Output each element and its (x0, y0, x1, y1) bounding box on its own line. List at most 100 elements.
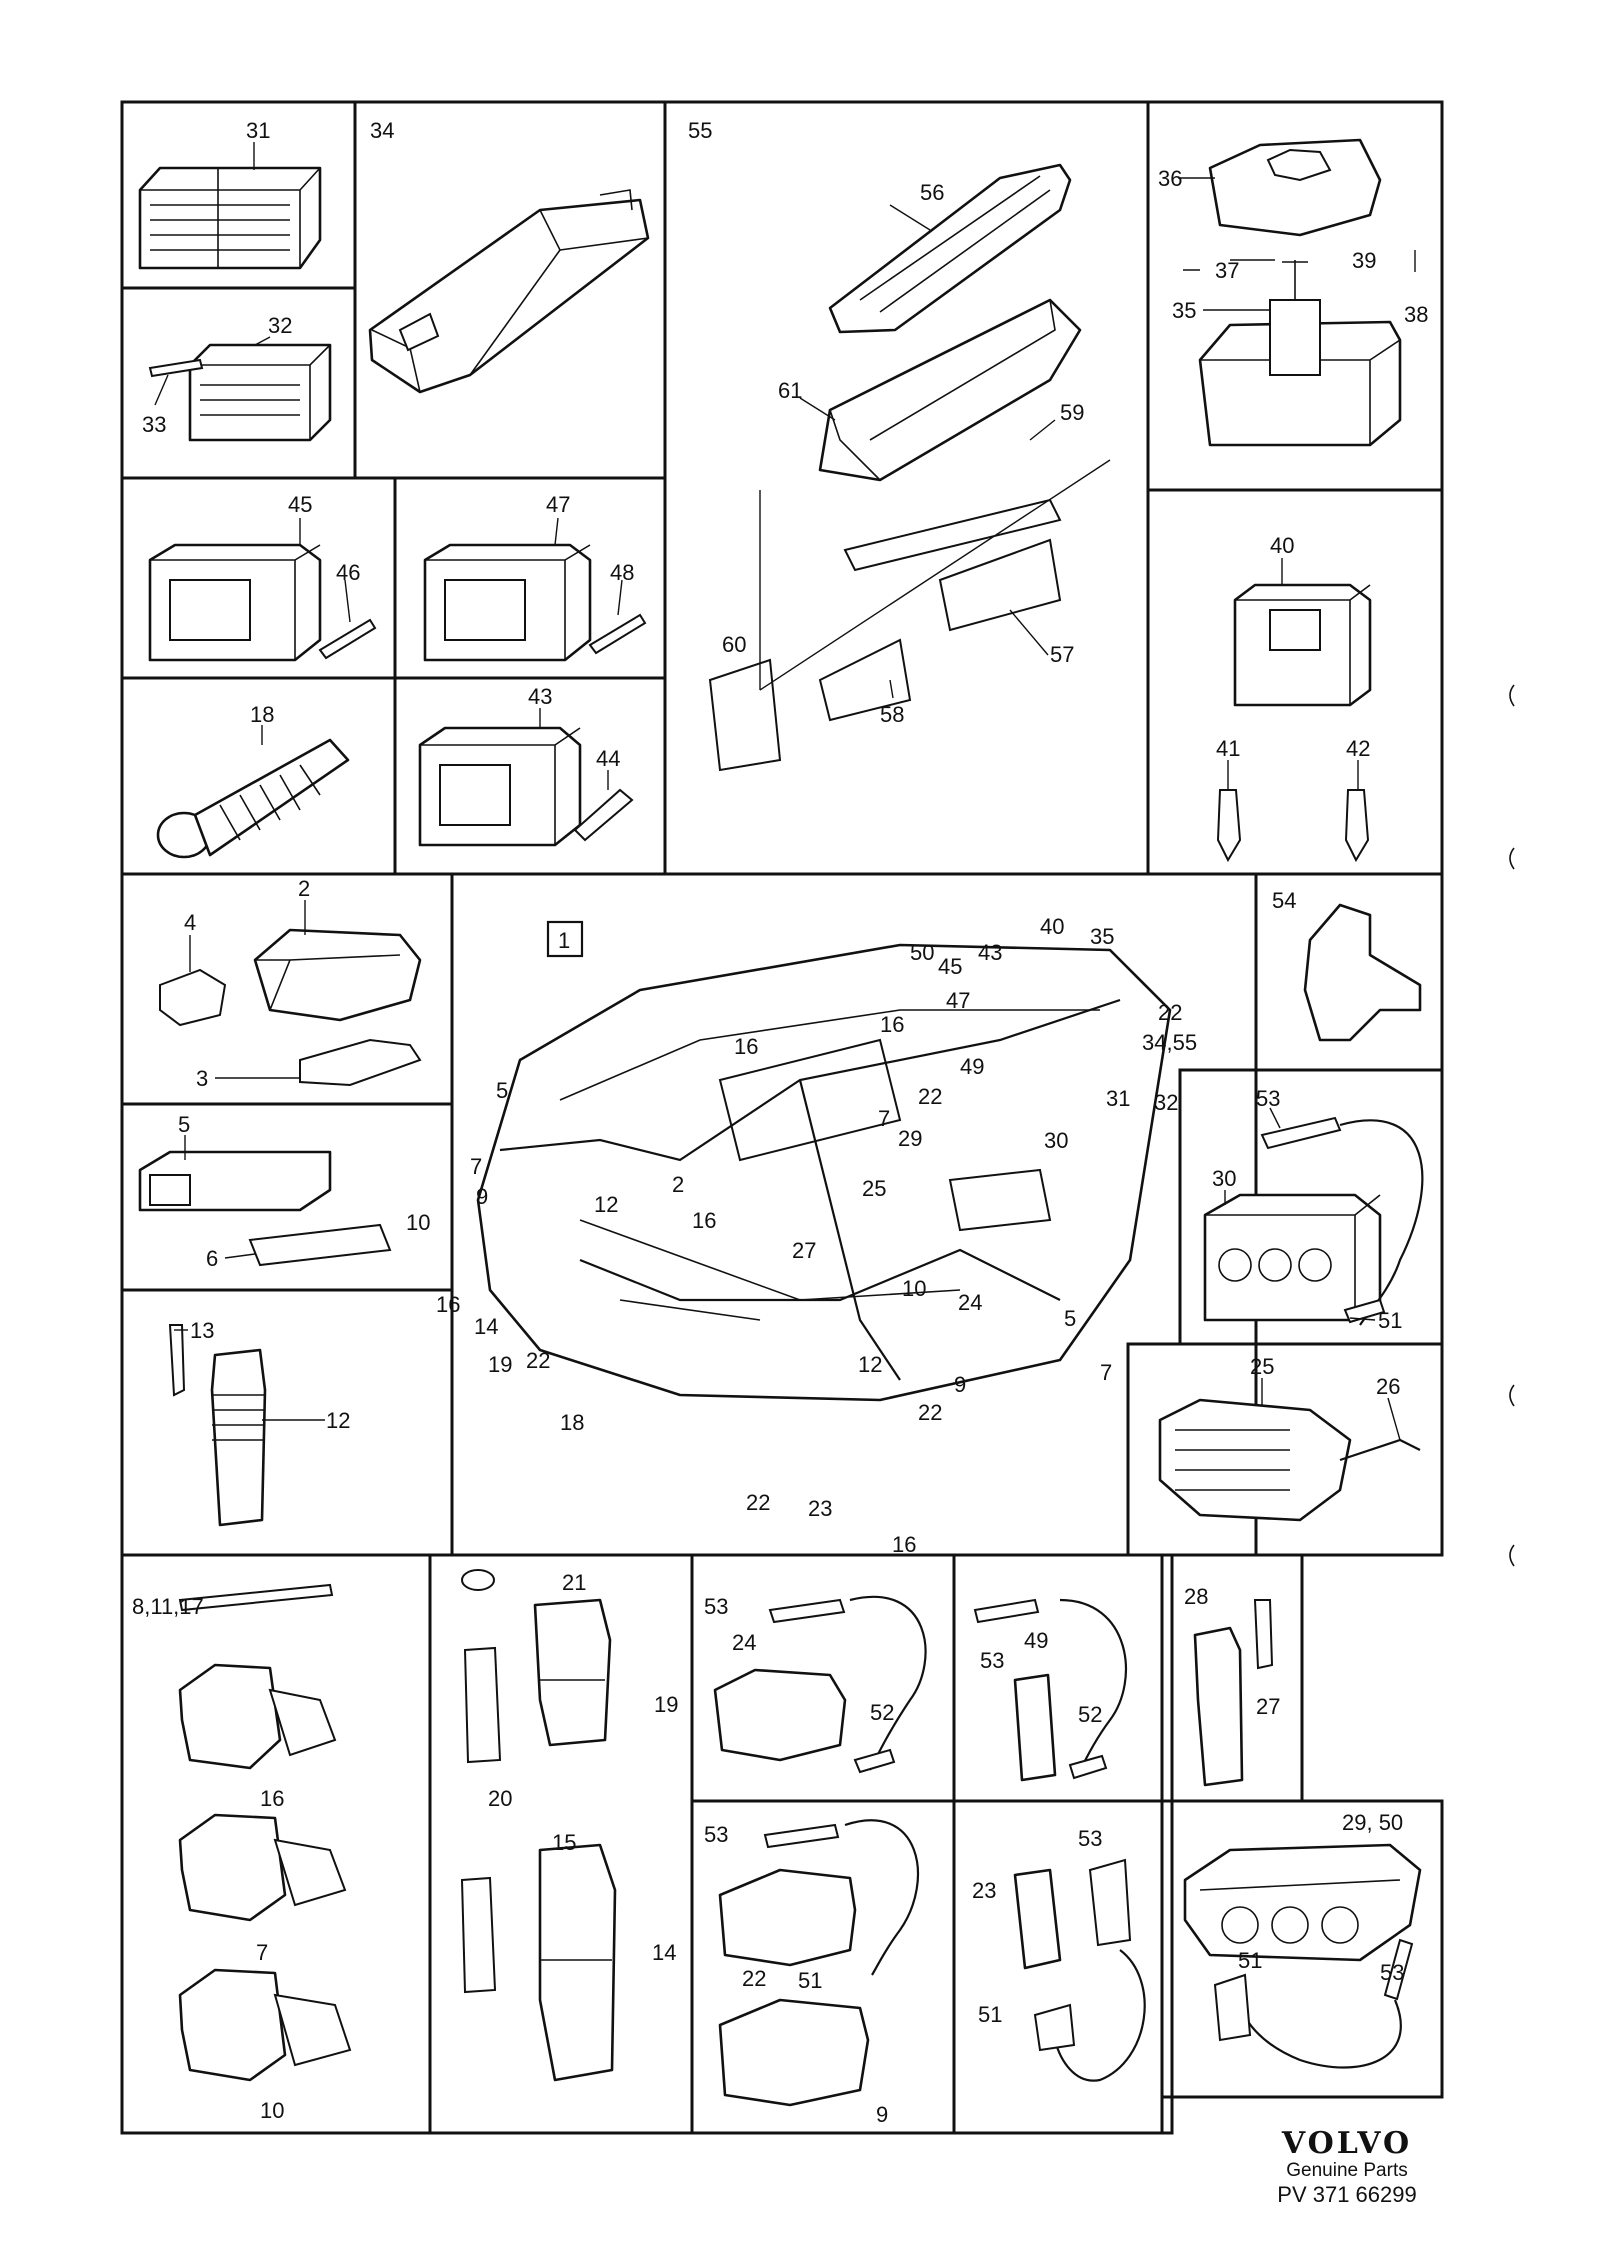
engine-callout-12b: 12 (858, 1352, 882, 1377)
engine-callout-32: 32 (1154, 1090, 1178, 1115)
fuseholder-49-drawing (973, 1598, 1128, 1782)
engine-callout-23: 23 (808, 1496, 832, 1521)
callout-9-bottom: 9 (876, 2102, 888, 2127)
engine-callout-30: 30 (1044, 1128, 1068, 1153)
callout-8-11-17: 8,11,17 (132, 1594, 204, 1619)
callout-27: 27 (1256, 1694, 1280, 1719)
engine-callout-50: 50 (910, 940, 934, 965)
fuseholder-30-drawing (1203, 1116, 1424, 1326)
engine-callout-16b: 16 (880, 1012, 904, 1037)
leader-lines (154, 142, 1416, 1441)
callout-49-bottom: 49 (1024, 1628, 1048, 1653)
engine-callout-25: 25 (862, 1176, 886, 1201)
callout-31: 31 (246, 118, 270, 143)
callout-22-bottom: 22 (742, 1966, 766, 1991)
callout-39: 39 (1352, 248, 1376, 273)
engine-callout-31: 31 (1106, 1086, 1130, 1111)
fusebox-55-drawing (708, 163, 1111, 772)
engine-callout-22a: 22 (1158, 1000, 1182, 1025)
connector-31-drawing (138, 166, 322, 270)
callout-53-c: 53 (704, 1822, 728, 1847)
callout-15: 15 (552, 1830, 576, 1855)
connector-43-drawing (418, 726, 634, 847)
callout-41: 41 (1216, 736, 1240, 761)
engine-callout-24: 24 (958, 1290, 982, 1315)
callout-18: 18 (250, 702, 274, 727)
callout-25: 25 (1250, 1354, 1274, 1379)
connector-34-drawing (368, 189, 650, 394)
connector-2-4-3-drawing (159, 928, 422, 1087)
engine-callout-18: 18 (560, 1410, 584, 1435)
callout-21: 21 (562, 1570, 586, 1595)
callout-38: 38 (1404, 302, 1428, 327)
callout-37: 37 (1215, 258, 1239, 283)
panel-frames (120, 100, 1444, 2135)
callout-35: 35 (1172, 298, 1196, 323)
connector-47-drawing (423, 543, 647, 662)
engine-callout-35: 35 (1090, 924, 1114, 949)
connectors-16-7-10-drawing (178, 1583, 352, 2082)
callout-28: 28 (1184, 1584, 1208, 1609)
engine-callout-10a: 10 (406, 1210, 430, 1235)
engine-callout-43: 43 (978, 940, 1002, 965)
fuseholders-22-9-drawing (718, 1819, 920, 2107)
callout-10-bottom: 10 (260, 2098, 284, 2123)
relaybox-35-36-drawing (1198, 138, 1402, 447)
connector-12-13-drawing (168, 1324, 267, 1527)
engine-callout-19: 19 (488, 1352, 512, 1377)
callout-24: 24 (732, 1630, 756, 1655)
callout-23-bottom: 23 (972, 1878, 996, 1903)
engine-callout-16c: 16 (692, 1208, 716, 1233)
engine-callout-9b: 9 (954, 1372, 966, 1397)
callout-53-e: 53 (1380, 1960, 1404, 1985)
engine-callout-27: 27 (792, 1238, 816, 1263)
engine-callout-5b: 5 (1064, 1306, 1076, 1331)
engine-callout-2: 2 (672, 1172, 684, 1197)
callout-14-bottom: 14 (652, 1940, 676, 1965)
relay-40-drawing (1233, 583, 1372, 707)
connector-27-28-drawing (1193, 1599, 1274, 1787)
callout-54: 54 (1272, 888, 1296, 913)
fuseholder-23-drawing (1013, 1858, 1146, 2082)
callout-13: 13 (190, 1318, 214, 1343)
bracket-54-drawing (1303, 903, 1422, 1042)
callout-56: 56 (920, 180, 944, 205)
callout-44: 44 (596, 746, 620, 771)
callout-12: 12 (326, 1408, 350, 1433)
engine-callout-7b: 7 (470, 1154, 482, 1179)
part-drawings (138, 138, 1424, 2107)
callout-33: 33 (142, 412, 166, 437)
callout-58: 58 (880, 702, 904, 727)
callout-7-bottom: 7 (256, 1940, 268, 1965)
fuseholder-29-50-drawing (1183, 1843, 1422, 2069)
brand-block: VOLVO Genuine Parts PV 371 66299 (1262, 2128, 1432, 2208)
engine-callout-29: 29 (898, 1126, 922, 1151)
connector-32-drawing (148, 343, 332, 442)
connector-45-drawing (148, 543, 377, 662)
engine-callout-16e: 16 (892, 1532, 916, 1557)
callout-34: 34 (370, 118, 394, 143)
callout-2: 2 (298, 876, 310, 901)
engine-callout-3455: 34,55 (1142, 1030, 1197, 1055)
callout-3: 3 (196, 1066, 208, 1091)
callout-20: 20 (488, 1786, 512, 1811)
margin-marks (1509, 684, 1515, 1567)
callout-5: 5 (178, 1112, 190, 1137)
engine-callout-22d: 22 (918, 1400, 942, 1425)
callout-53: 53 (1256, 1086, 1280, 1111)
engine-callout-7c: 7 (1100, 1360, 1112, 1385)
callout-52-a: 52 (870, 1700, 894, 1725)
callout-36: 36 (1158, 166, 1182, 191)
panel-29-50 (1160, 1799, 1444, 2099)
callout-29-50: 29, 50 (1342, 1810, 1403, 1835)
panel-23-51 (952, 1799, 1164, 2135)
fuseholder-24-drawing (713, 1595, 927, 1774)
callout-19: 19 (654, 1692, 678, 1717)
callout-59: 59 (1060, 400, 1084, 425)
engine-callout-12a: 12 (594, 1192, 618, 1217)
callout-51-c: 51 (1238, 1948, 1262, 1973)
callout-51-b: 51 (978, 2002, 1002, 2027)
callout-61: 61 (778, 378, 802, 403)
callout-45: 45 (288, 492, 312, 517)
